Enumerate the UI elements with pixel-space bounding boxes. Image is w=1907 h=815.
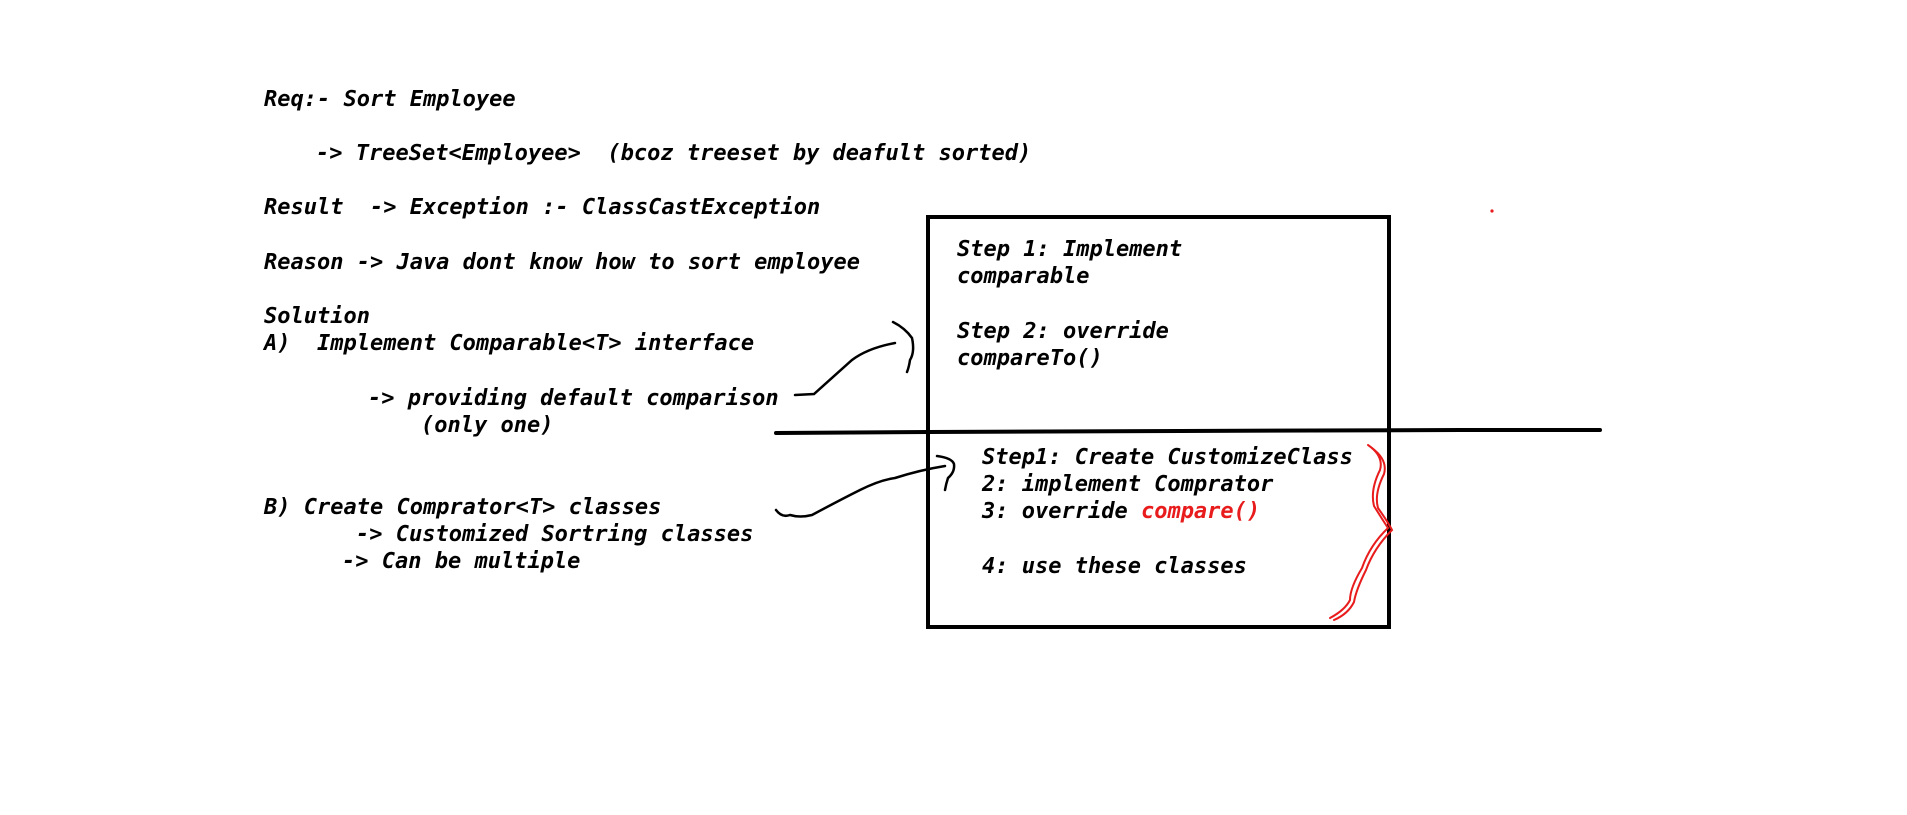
option-a-note: (only one) — [421, 413, 554, 438]
requirement-text: Req:- Sort Employee — [264, 87, 516, 112]
red-dot — [1490, 209, 1494, 213]
result-text: Result -> Exception :- ClassCastExceptio… — [264, 195, 821, 220]
red-brace-2 — [1333, 447, 1394, 621]
divider-line — [774, 428, 1602, 435]
reason-text: Reason -> Java dont know how to sort emp… — [264, 250, 861, 275]
box-bottom-step3-prefix: 3: override — [982, 499, 1141, 524]
box-bottom-step2: 2: implement Comprator — [982, 472, 1274, 497]
option-b-text: B) Create Comprator<T> classes — [264, 495, 662, 520]
option-b-detail-1: -> Customized Sortring classes — [356, 522, 754, 547]
box-top-step1-line1: Step 1: Implement — [957, 237, 1183, 262]
box-bottom-step3: 3: override compare() — [982, 498, 1260, 525]
option-a-detail: -> providing default comparison — [368, 386, 779, 411]
connector-a-line — [793, 341, 897, 397]
option-a-text: A) Implement Comparable<T> interface — [264, 331, 755, 356]
treeset-note: -> TreeSet<Employee> (bcoz treeset by de… — [316, 141, 1032, 166]
option-b-detail-2: -> Can be multiple — [342, 549, 581, 574]
solution-heading: Solution — [264, 304, 370, 329]
box-top-step2-line1: Step 2: override — [957, 319, 1169, 344]
box-top-step2-line2: compareTo() — [957, 346, 1103, 371]
connector-b-bracket — [935, 454, 956, 492]
box-bottom-step1: Step1: Create CustomizeClass — [982, 445, 1353, 470]
connector-b-line — [774, 464, 947, 518]
box-bottom-step3-method: compare() — [1140, 499, 1261, 524]
connector-a-bracket — [891, 320, 915, 374]
box-bottom-step4: 4: use these classes — [982, 554, 1247, 579]
box-top-step1-line2: comparable — [957, 264, 1090, 289]
